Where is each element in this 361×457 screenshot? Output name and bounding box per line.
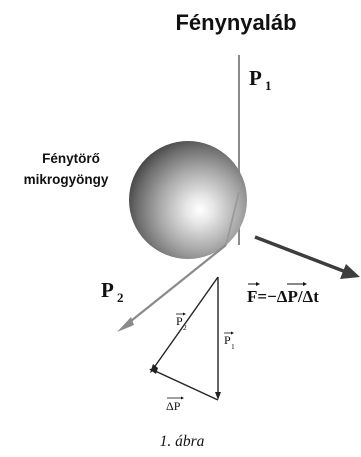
triangle-p1-label: P 1 <box>224 331 235 351</box>
triangle-p2-letter: P <box>176 314 183 328</box>
force-equation: F=−ΔP/Δt <box>247 282 319 306</box>
microbead-sphere <box>129 141 247 259</box>
force-arrow <box>254 235 360 279</box>
triangle-p2-vector-arrowhead <box>183 312 186 316</box>
triangle-dp-vector-arrowhead <box>181 396 184 400</box>
p2-letter: P <box>101 278 114 302</box>
p2-label: P 2 <box>101 278 124 305</box>
figure-caption: 1. ábra <box>160 433 205 450</box>
p1-letter: P <box>249 66 262 90</box>
force-delta: Δ <box>277 287 288 306</box>
triangle-p1-subscript: 1 <box>231 342 235 351</box>
refracted-ray-inside <box>225 191 240 246</box>
triangle-dp-delta: Δ <box>166 399 174 413</box>
microbead-label-line1: Fénytörő <box>42 151 100 166</box>
p2-outgoing-ray <box>117 244 227 332</box>
triangle-p1-letter: P <box>224 333 231 347</box>
force-div: /Δt <box>297 287 319 306</box>
triangle-p1-vector-arrowhead <box>231 331 234 335</box>
triangle-p2-subscript: 2 <box>183 323 187 332</box>
force-F: F <box>247 287 257 306</box>
force-dP-vector-arrowhead <box>303 282 307 286</box>
p2-subscript: 2 <box>117 290 124 305</box>
triangle-p2-label: P 2 <box>176 312 187 332</box>
triangle-dp-text: ΔP <box>166 399 181 413</box>
p1-subscript: 1 <box>265 78 272 93</box>
force-equation-text: F=−ΔP/Δt <box>247 287 319 306</box>
microbead-label-line2: mikrogyöngy <box>24 172 109 187</box>
force-P: P <box>287 287 297 306</box>
beam-label: Fénynyaláb <box>175 10 296 35</box>
triangle-dp-P: P <box>174 399 181 413</box>
vector-triangle <box>149 276 221 401</box>
p1-label: P 1 <box>249 66 272 93</box>
triangle-dp-label: ΔP <box>166 396 184 413</box>
force-F-vector-arrowhead <box>256 282 260 286</box>
force-equals: = <box>257 287 267 306</box>
force-minus: − <box>267 287 277 306</box>
